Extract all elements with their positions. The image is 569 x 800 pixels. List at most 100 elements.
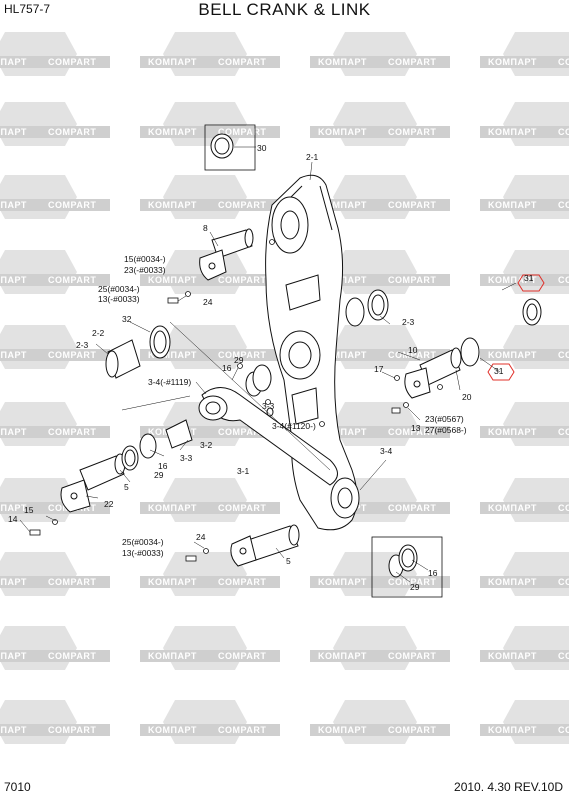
watermark-banner	[140, 126, 280, 138]
watermark-text: KOMПАРТ	[488, 651, 537, 661]
callout-25b: 25(#0034-)	[122, 537, 164, 547]
callout-25a: 25(#0034-)	[98, 284, 140, 294]
watermark-hex	[503, 626, 569, 670]
watermark-banner	[0, 650, 110, 662]
watermark-text: KOMПАРТ	[488, 275, 537, 285]
watermark-hex	[503, 32, 569, 76]
callout-3-3b: 3-3	[180, 453, 193, 463]
watermark-banner	[480, 199, 569, 211]
watermark-banner	[310, 126, 450, 138]
watermark-text: COMPART	[388, 503, 436, 513]
watermark-banner	[0, 724, 110, 736]
watermark-banner	[310, 199, 450, 211]
watermark-text: KOMПАРТ	[488, 503, 537, 513]
watermark-text: COMPART	[558, 503, 569, 513]
watermark-text: COMPART	[218, 725, 266, 735]
watermark-banner	[0, 199, 110, 211]
watermark-hex	[333, 700, 417, 744]
watermark-banner	[480, 274, 569, 286]
callout-29a: 29	[234, 355, 244, 365]
watermark-hex	[163, 700, 247, 744]
watermark-banner	[0, 56, 110, 68]
callout-30: 30	[257, 143, 267, 153]
watermark-text: COMPART	[218, 651, 266, 661]
watermark-banner	[310, 56, 450, 68]
watermark-banner	[480, 349, 569, 361]
watermark-text: COMPART	[48, 350, 96, 360]
callout-2-3a: 2-3	[76, 340, 89, 350]
bell-crank-body	[265, 174, 360, 531]
watermark-banner	[140, 576, 280, 588]
watermark-hex	[0, 32, 77, 76]
callout-31b: 31	[494, 366, 504, 376]
callout-31a: 31	[524, 273, 534, 283]
watermark-banner	[0, 126, 110, 138]
watermark-text: COMPART	[218, 275, 266, 285]
page-number: 7010	[4, 780, 31, 794]
watermark-text: KOMПАРТ	[318, 350, 367, 360]
watermark-banner	[140, 56, 280, 68]
watermark-banner	[480, 576, 569, 588]
callout-20: 20	[462, 392, 472, 402]
watermark-hex	[0, 325, 77, 369]
watermark-text: KOMПАРТ	[488, 725, 537, 735]
watermark-text: COMPART	[388, 651, 436, 661]
watermark-text: KOMПАРТ	[148, 200, 197, 210]
callout-17: 17	[374, 364, 384, 374]
pin-10	[404, 347, 462, 399]
watermark-text: KOMПАРТ	[148, 577, 197, 587]
watermark-banner	[140, 349, 280, 361]
callout-16a: 16	[222, 363, 232, 373]
callout-27: 27(#0568-)	[425, 425, 467, 435]
watermark-hex	[503, 102, 569, 146]
watermark-banner	[310, 426, 450, 438]
watermark-text: KOMПАРТ	[488, 57, 537, 67]
watermark-banner	[140, 199, 280, 211]
watermark-banner	[140, 650, 280, 662]
watermark-text: KOMПАРТ	[488, 350, 537, 360]
watermark-hex	[503, 250, 569, 294]
bushings	[105, 133, 542, 578]
watermark-text: COMPART	[388, 57, 436, 67]
watermark-text: KOMПАРТ	[488, 577, 537, 587]
watermark-text: KOMПАРТ	[0, 350, 27, 360]
watermark-text: COMPART	[558, 275, 569, 285]
watermark-hex	[503, 402, 569, 446]
watermark-text: COMPART	[558, 577, 569, 587]
watermark-hex	[503, 478, 569, 522]
watermark-hex	[0, 102, 77, 146]
callout-3-3a: 3-3	[262, 401, 275, 411]
watermark-text: COMPART	[558, 57, 569, 67]
watermark-text: KOMПАРТ	[318, 127, 367, 137]
watermark-text: COMPART	[558, 651, 569, 661]
callout-24b: 24	[196, 532, 206, 542]
watermark-hex	[0, 175, 77, 219]
watermark-text: COMPART	[388, 275, 436, 285]
watermark-text: COMPART	[48, 577, 96, 587]
watermark-text: KOMПАРТ	[318, 577, 367, 587]
callout-23b: 23(#0567)	[425, 414, 464, 424]
callout-15b: 15	[24, 505, 34, 515]
callout-5a: 5	[124, 482, 129, 492]
watermark-text: COMPART	[558, 127, 569, 137]
watermark-text: KOMПАРТ	[148, 725, 197, 735]
watermark-hex	[163, 626, 247, 670]
callout-16b: 16	[158, 461, 168, 471]
watermark-text: KOMПАРТ	[148, 127, 197, 137]
watermark-text: COMPART	[218, 57, 266, 67]
watermark-text: COMPART	[218, 200, 266, 210]
watermark-banner	[480, 126, 569, 138]
watermark-text: KOMПАРТ	[148, 651, 197, 661]
watermark-text: COMPART	[48, 427, 96, 437]
watermark-banner	[0, 349, 110, 361]
watermark-text: COMPART	[218, 427, 266, 437]
callout-3-4c: 3-4	[380, 446, 393, 456]
watermark-banner	[140, 502, 280, 514]
watermark-hex	[333, 175, 417, 219]
watermark-text: COMPART	[48, 275, 96, 285]
watermark-text: KOMПАРТ	[0, 503, 27, 513]
watermark-hex	[163, 32, 247, 76]
callout-8: 8	[203, 223, 208, 233]
callout-29b: 29	[154, 470, 164, 480]
watermark-text: KOMПАРТ	[318, 725, 367, 735]
